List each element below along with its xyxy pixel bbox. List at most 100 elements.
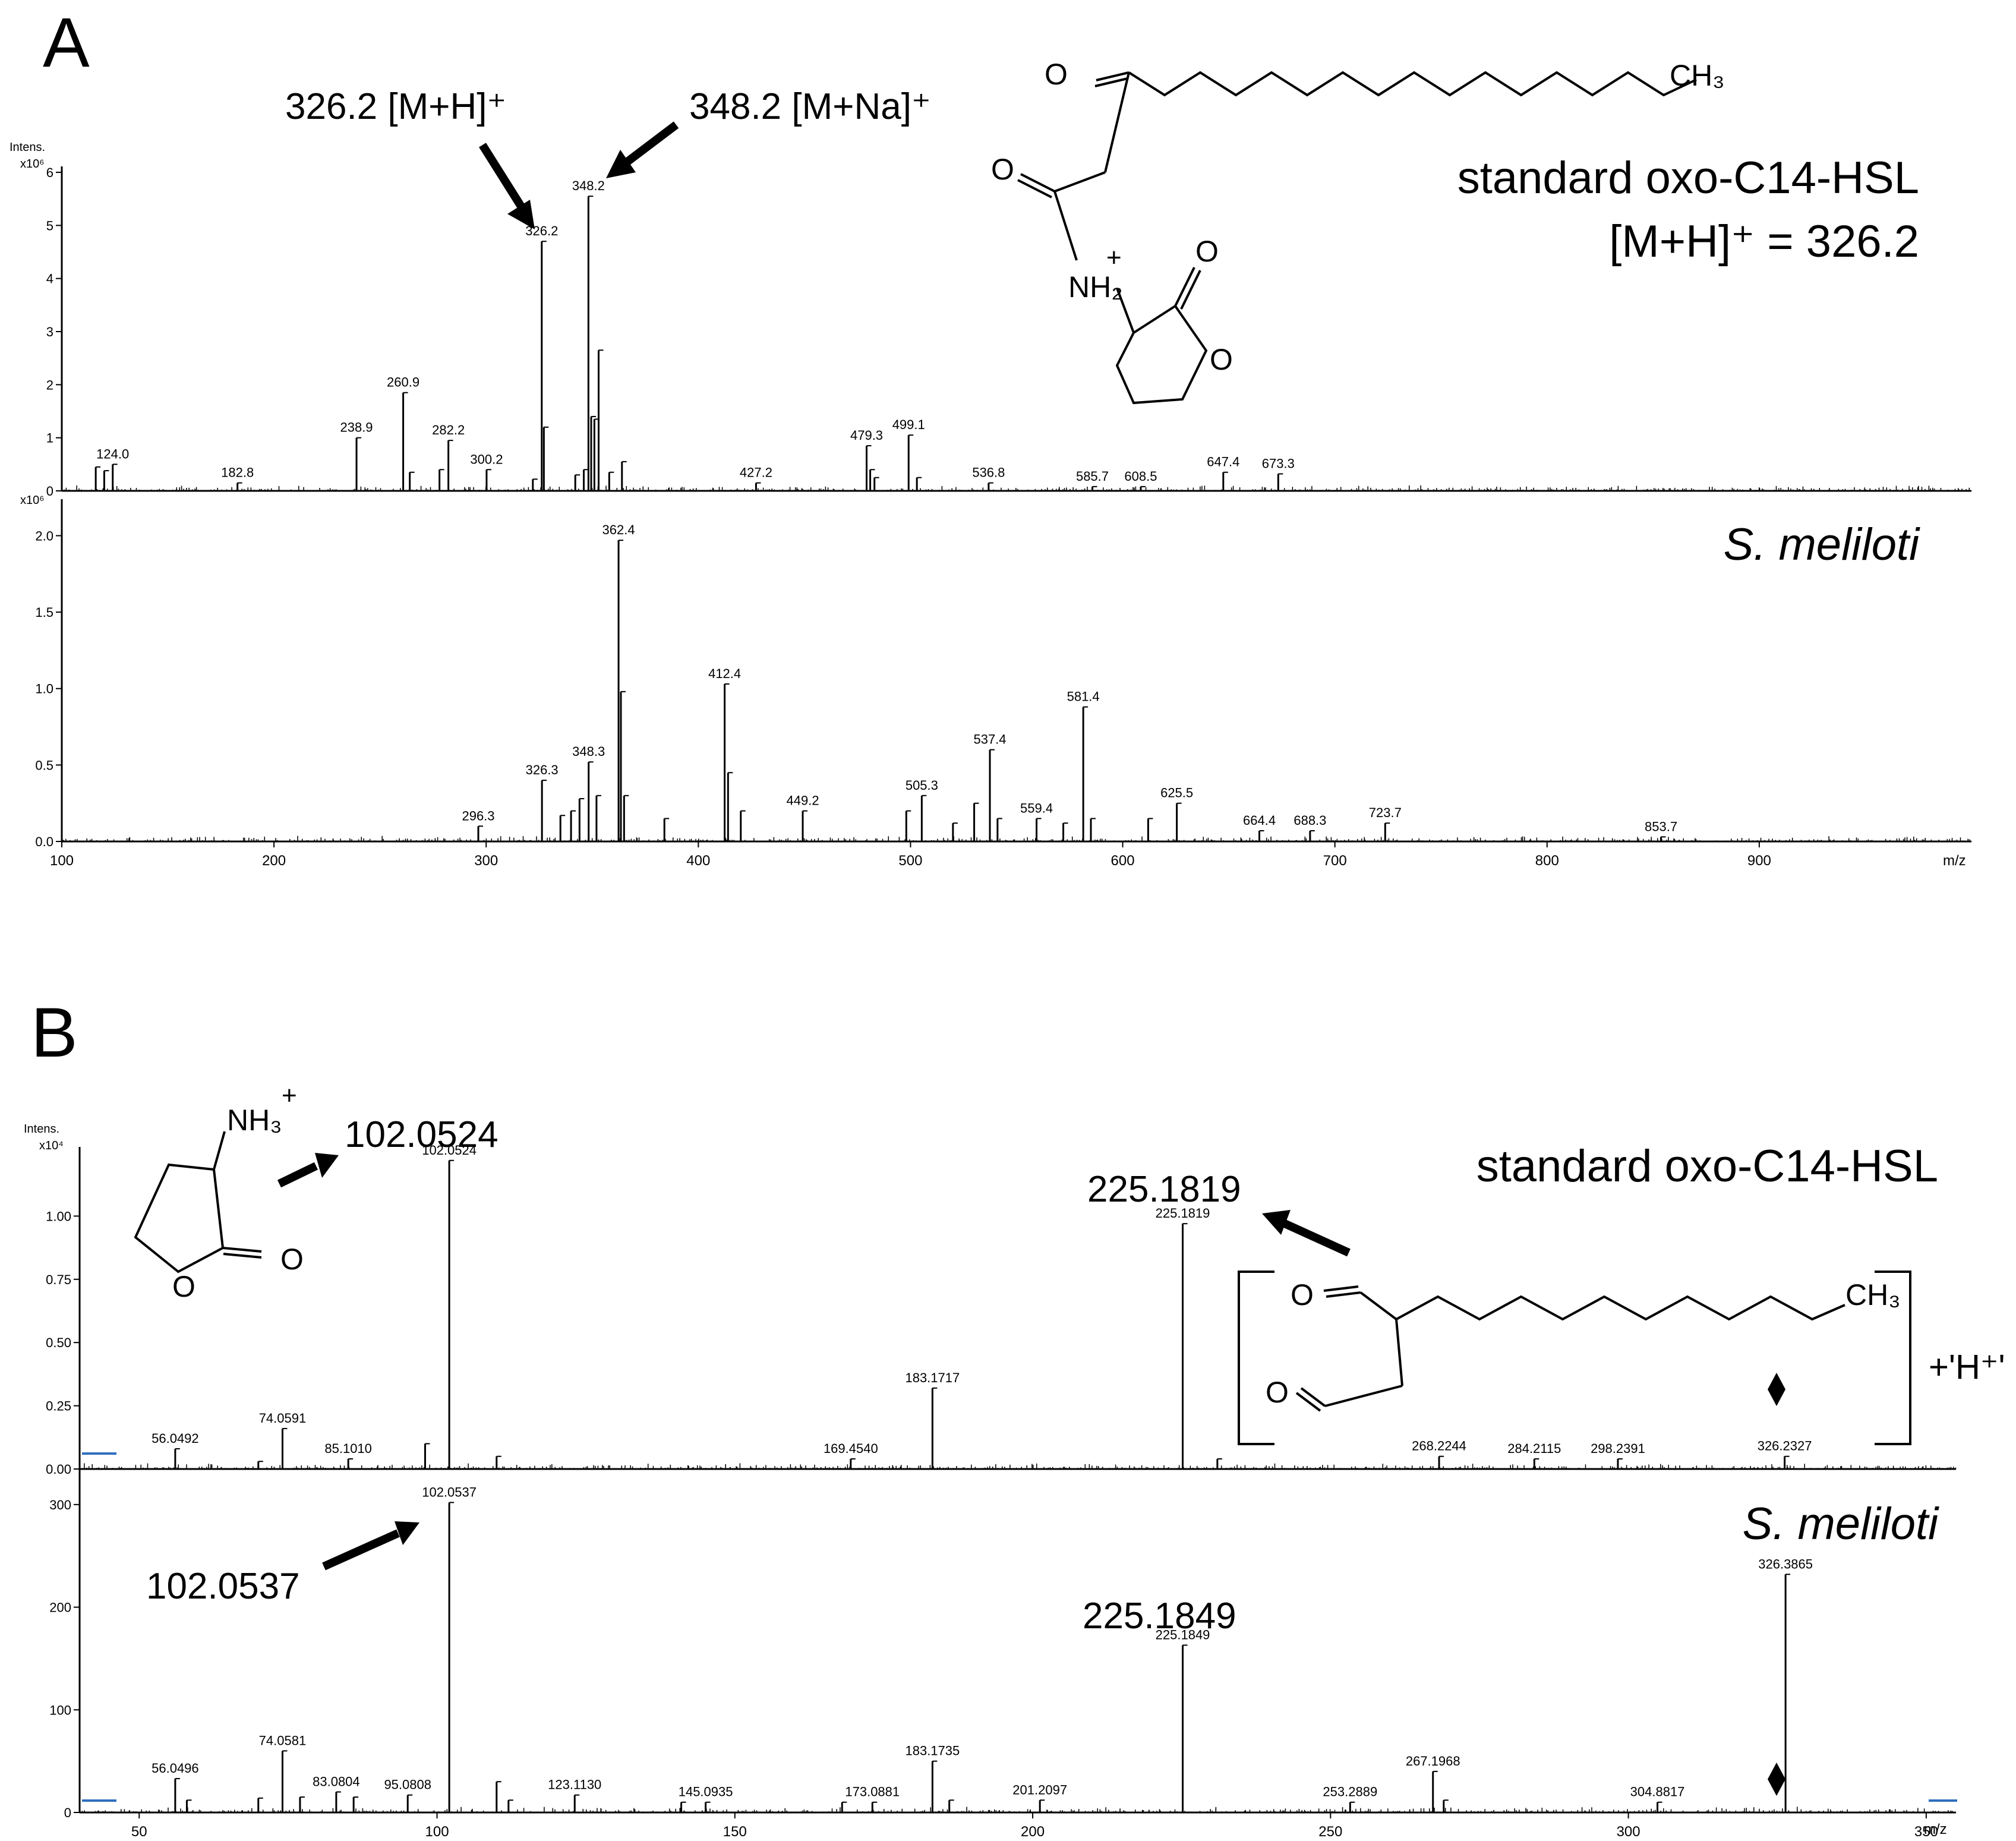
y-tick-label: 2 (46, 377, 53, 392)
mol-b2-o-keto: O (1291, 1278, 1314, 1312)
peak-label: 647.4 (1207, 455, 1239, 469)
mol-b-nh3: NH₃ (227, 1104, 282, 1137)
x-tick-label: 100 (425, 1824, 449, 1840)
peak-label: 608.5 (1124, 469, 1157, 484)
peak-label: 260.9 (387, 375, 419, 390)
peak-label: 326.3865 (1758, 1556, 1813, 1571)
peak-label: 326.3 (526, 762, 559, 777)
peak-label: 182.8 (221, 465, 254, 480)
peak-label: 225.1849 (1156, 1627, 1210, 1642)
intens-label-a: Intens. (10, 141, 45, 154)
annotation-102-bottom: 102.0537 (146, 1566, 300, 1607)
spectrum-a-top: 0123456124.0182.8238.9260.9282.2300.2326… (46, 165, 1971, 499)
x-tick-label: 300 (474, 853, 498, 869)
peak-label: 267.1968 (1406, 1754, 1460, 1769)
peak-label: 362.4 (602, 522, 635, 537)
y-tick-label: 0.25 (46, 1399, 71, 1414)
peak-label: 253.2889 (1323, 1785, 1377, 1799)
y-tick-label: 200 (49, 1600, 71, 1615)
y-tick-label: 1.00 (46, 1209, 71, 1224)
peak-label: 537.4 (973, 732, 1006, 747)
y-tick-label: 0.50 (46, 1335, 71, 1350)
peak-label: 102.0537 (422, 1484, 477, 1499)
y-tick-label: 0.75 (46, 1272, 71, 1287)
peak-label: 625.5 (1160, 786, 1193, 800)
mol-a-o-amide: O (991, 153, 1014, 186)
peak-label: 173.0881 (845, 1785, 900, 1799)
peak-label: 124.0 (96, 446, 129, 461)
mol-b2-o-ald: O (1266, 1376, 1289, 1409)
annotation-225-bottom: 225.1849 (1083, 1596, 1236, 1637)
annotation-mna: 348.2 [M+Na]⁺ (689, 86, 931, 127)
peak-label: 304.8817 (1630, 1785, 1685, 1799)
peak-label: 183.1735 (905, 1744, 960, 1758)
y-tick-label: 100 (49, 1703, 71, 1717)
mol-b-o-ring: O (172, 1270, 195, 1303)
mz-label-b: m/z (1924, 1821, 1947, 1837)
mol-a-o-lactone: O (1195, 235, 1219, 268)
x-tick-label: 500 (898, 853, 922, 869)
peak-label: 853.7 (1645, 819, 1677, 834)
x-tick-label: 150 (723, 1824, 747, 1840)
y-tick-label: 300 (49, 1498, 71, 1512)
y-tick-label: 0.5 (35, 758, 53, 773)
y-tick-label: 0 (64, 1805, 71, 1820)
baseline-noise (82, 1463, 1957, 1469)
peak-label: 225.1819 (1156, 1206, 1210, 1221)
annotation-mh: 326.2 [M+H]⁺ (285, 86, 506, 127)
mol-a-plus: + (1106, 243, 1122, 272)
intens-label-b: Intens. (24, 1123, 59, 1136)
peak-label: 284.2115 (1507, 1441, 1561, 1456)
title-a-bottom: S. meliloti (1724, 519, 1921, 570)
y-tick-label: 0 (46, 484, 53, 499)
peak-label: 282.2 (432, 423, 465, 437)
peak-label: 536.8 (972, 465, 1005, 480)
mol-a-o-ring: O (1210, 343, 1233, 376)
peak-label: 298.2391 (1591, 1441, 1645, 1456)
peak-label: 688.3 (1293, 813, 1326, 828)
panel-letter-b: B (31, 994, 78, 1072)
mz-label-a: m/z (1943, 853, 1966, 869)
x-tick-label: 50 (131, 1824, 147, 1840)
y-tick-label: 0.00 (46, 1462, 71, 1477)
x-tick-label: 200 (1021, 1824, 1045, 1840)
y-tick-label: 3 (46, 324, 53, 339)
scale-label-b-top: x10⁴ (39, 1139, 64, 1152)
y-tick-label: 2.0 (35, 528, 53, 543)
baseline-noise (62, 836, 1970, 841)
x-tick-label: 700 (1323, 853, 1347, 869)
arrow-to-348 (606, 121, 679, 178)
y-tick-label: 1 (46, 431, 53, 446)
x-tick-label: 100 (50, 853, 74, 869)
peak-label: 581.4 (1067, 689, 1100, 704)
peak-label: 499.1 (892, 417, 925, 432)
subtitle-a-top: [M+H]⁺ = 326.2 (1609, 216, 1919, 267)
title-b-top: standard oxo-C14-HSL (1476, 1141, 1938, 1191)
y-tick-label: 1.5 (35, 605, 53, 620)
peak-label: 74.0591 (259, 1411, 307, 1426)
x-tick-label: 350 (1914, 1824, 1938, 1840)
peak-label: 723.7 (1369, 805, 1402, 820)
annotation-225-top: 225.1819 (1087, 1169, 1241, 1210)
annotation-102-top: 102.0524 (345, 1114, 499, 1155)
peak-label: 348.3 (572, 744, 605, 759)
arrow-to-225-top (1262, 1210, 1351, 1257)
peak-label: 673.3 (1262, 456, 1295, 471)
molecule-oxo-c14-hsl (1017, 71, 1697, 405)
x-tick-label: 300 (1617, 1824, 1640, 1840)
mol-a-ch3: CH₃ (1670, 59, 1725, 92)
y-tick-label: 4 (46, 272, 53, 286)
peak-label: 169.4540 (824, 1441, 878, 1456)
peak-label: 348.2 (572, 178, 605, 193)
bracket-suffix: +'H⁺' (1929, 1348, 2005, 1386)
peak-label: 145.0935 (679, 1785, 733, 1799)
panel-letter-a: A (43, 4, 90, 82)
peak-label: 74.0581 (259, 1733, 307, 1748)
x-tick-label: 250 (1318, 1824, 1342, 1840)
peak-label: 183.1717 (905, 1370, 960, 1385)
title-a-top: standard oxo-C14-HSL (1457, 153, 1919, 203)
peak-label: 201.2097 (1012, 1782, 1067, 1797)
